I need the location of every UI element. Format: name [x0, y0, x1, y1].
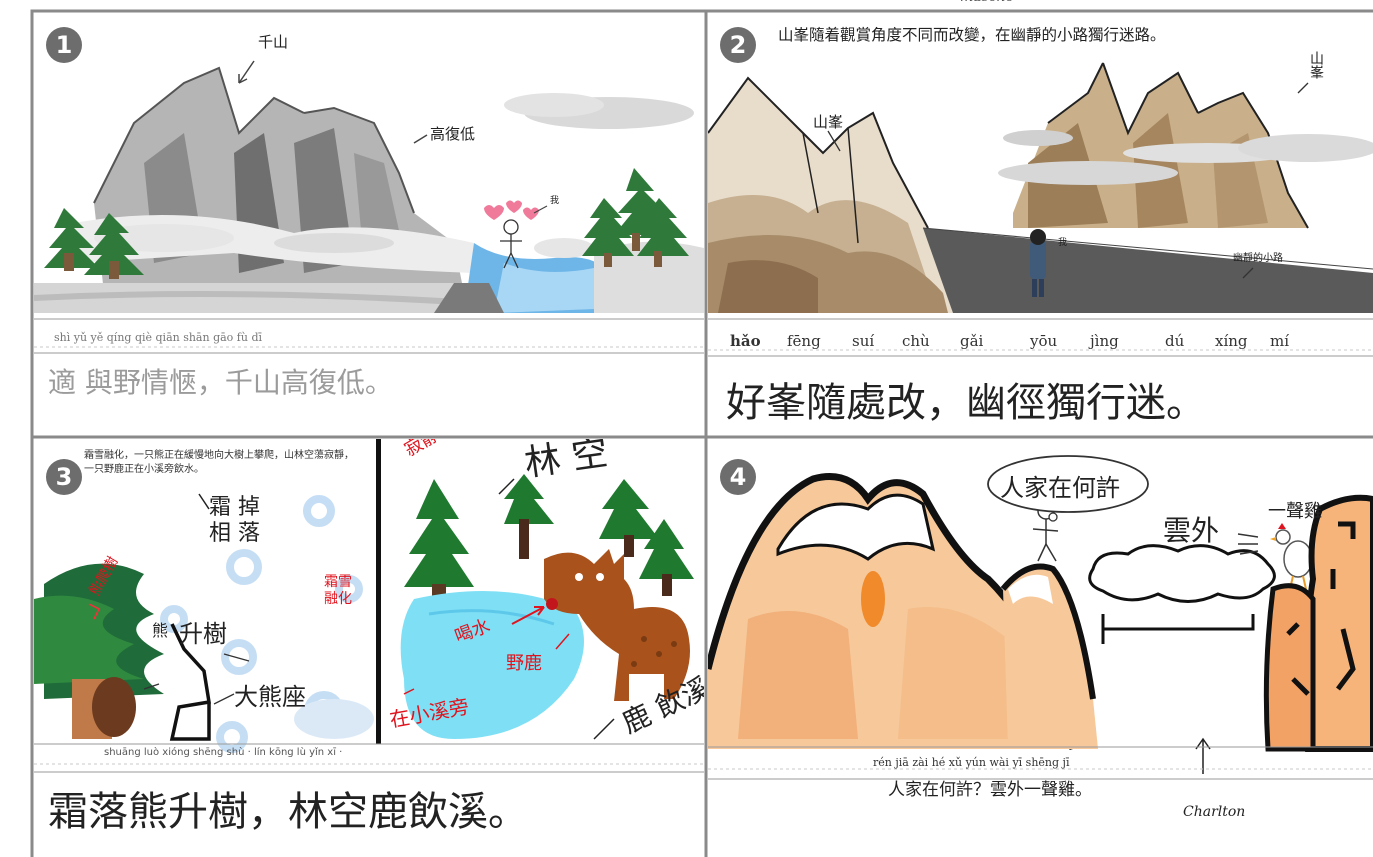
pinyin-syllable: gǎi: [960, 332, 984, 350]
panel-3-caption: 霜雪融化，一只熊正在緩慢地向大樹上攀爬，山林空蕩寂靜，一只野鹿正在小溪旁飲水。: [84, 450, 354, 475]
pinyin-syllable: suí: [852, 332, 875, 350]
pinyin-syllable: dú: [1165, 332, 1185, 350]
thought-bubble-text: 人家在何許: [1000, 474, 1120, 502]
panel-2-caption: 山峯隨着觀賞角度不同而改變，在幽靜的小路獨行迷路。: [778, 26, 1166, 44]
panel-3-number-badge: 3: [46, 459, 82, 495]
panel-2-verse: 好峯隨處改，幽徑獨行迷。: [726, 380, 1206, 426]
panel-4-pinyin: rén jiā zài hé xǔ yún wài yī shēng jī: [873, 756, 1070, 769]
panel-1-verse: 適 與野情愜，千山高復低。: [48, 366, 393, 399]
label-peak-right: 山峯: [1308, 51, 1324, 79]
panel-2-pinyin: hǎo fēng suí chù gǎi yōu jìng dú xíng mí: [730, 332, 1290, 354]
signature: Charlton: [1183, 804, 1246, 820]
label-peak-left: 山峯: [813, 113, 844, 131]
pinyin-syllable: xíng: [1215, 332, 1248, 350]
pinyin-syllable: mí: [1270, 332, 1290, 350]
label-quiet-path: 幽靜的小路: [1233, 253, 1283, 264]
pinyin-syllable: fēng: [787, 332, 821, 350]
panel-1-pinyin: shì yǔ yě qíng qiè qiān shān gāo fù dī: [54, 331, 263, 344]
panel-3-pinyin: shuāng luò xióng shēng shù · lín kōng lù…: [104, 747, 343, 758]
label-person: 我: [550, 196, 560, 206]
panel-2-number-badge: 2: [720, 27, 756, 63]
label-walker: 我: [1058, 238, 1068, 248]
pinyin-syllable: hǎo: [730, 332, 761, 350]
pinyin-syllable: chù: [902, 332, 930, 350]
panel-4-verse: 人家在何許？雲外一聲雞。: [888, 780, 1092, 800]
pinyin-syllable: yōu: [1030, 332, 1058, 350]
panel-1-number-badge: 1: [46, 27, 82, 63]
panel-3-verse: 霜落熊升樹，林空鹿飲溪。: [48, 789, 528, 835]
panel-4-number-badge: 4: [720, 459, 756, 495]
label-cloud: 雲外: [1163, 514, 1220, 547]
panel-1: 1 千山 高復低 我 shì yǔ yě qíng qiè qiān shān …: [34, 13, 704, 435]
label-peaks: 千山: [258, 33, 289, 51]
label-height: 高復低: [430, 125, 476, 143]
panel-3: 3 霜雪融化，一只熊正在緩慢地向大樹上攀爬，山林空蕩寂靜，一只野鹿正在小溪旁飲水…: [34, 439, 704, 857]
pinyin-syllable: jìng: [1090, 332, 1119, 350]
label-great-bear: 大熊座: [234, 683, 306, 711]
label-deer: 野鹿: [506, 653, 542, 674]
label-climb-tree: 升樹: [179, 620, 227, 648]
label-rooster: 一聲雞: [1268, 501, 1322, 522]
top-scribble: masche: [960, 0, 1014, 5]
label-frost: 霜 掉 相 落: [209, 495, 260, 546]
label-snow-melt: 霜雪 融化: [324, 574, 352, 607]
panel-4: 4 人家在何許 雲外 一聲雞 rén jiā zài hé xǔ yún wài…: [708, 439, 1373, 857]
panel-2: 2 山峯隨着觀賞角度不同而改變，在幽靜的小路獨行迷路。 山峯 山峯 我 幽靜的小…: [708, 13, 1373, 435]
label-bear: 熊: [152, 621, 169, 640]
